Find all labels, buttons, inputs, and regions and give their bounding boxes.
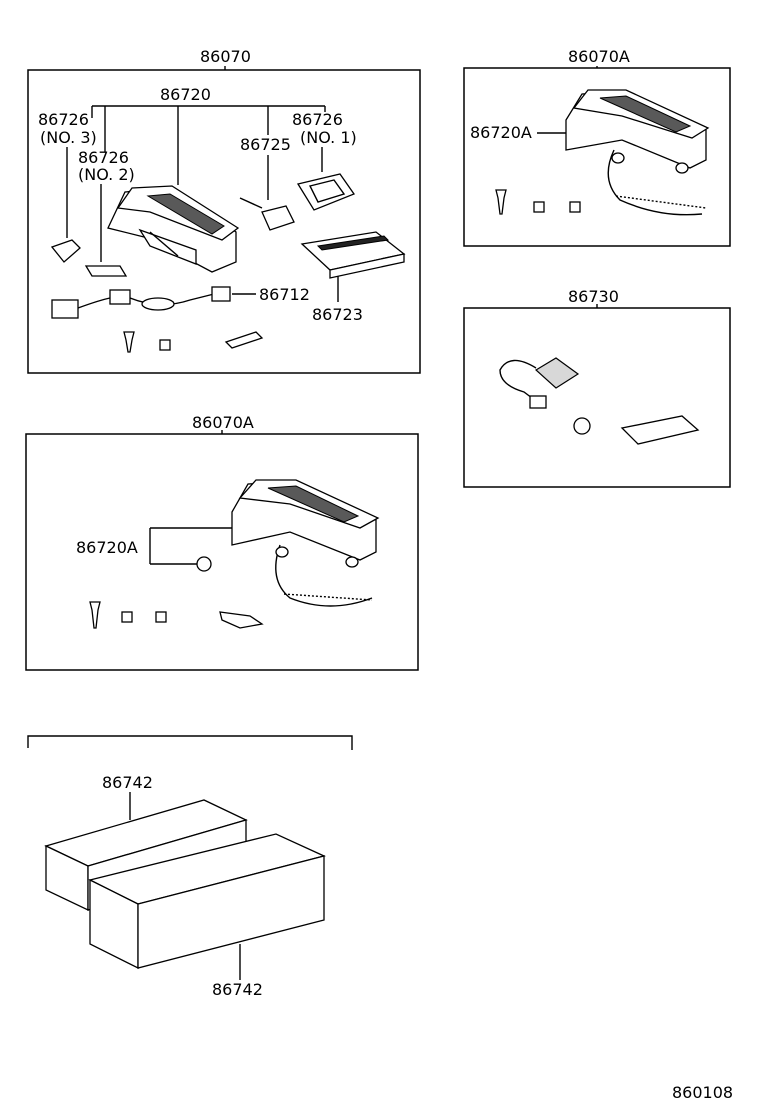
label-no1: (NO. 1) [300, 128, 357, 147]
assembly-86730-title: 86730 [568, 287, 619, 306]
handset-86720-illustration [107, 185, 240, 273]
switch-86725-illustration [239, 197, 295, 231]
screw-86070A-mid [89, 601, 101, 629]
label-86726-no2: 86726 [78, 148, 129, 167]
label-86720: 86720 [160, 85, 211, 104]
screw-illustration [123, 331, 135, 353]
clamp-illustration [573, 417, 591, 435]
label-86720A-top: 86720A [470, 123, 532, 142]
label-86720A-mid: 86720A [76, 538, 138, 557]
label-86725: 86725 [240, 135, 291, 154]
assembly-86070-frame [27, 69, 421, 374]
clip-86726-no3-illustration [50, 239, 81, 263]
assembly-86070A-top-frame [463, 67, 731, 247]
bracket-illustration [224, 331, 264, 349]
label-86726-no3: 86726 [38, 110, 89, 129]
nut-86070A-top-2 [569, 201, 581, 213]
label-86712: 86712 [259, 285, 310, 304]
assembly-86070A-top-title: 86070A [568, 47, 630, 66]
assembly-86070: 86070 86720 86726 (NO. 3) 86726 (NO. 2) … [27, 47, 421, 374]
label-86723: 86723 [312, 305, 363, 324]
assembly-86730-frame [463, 307, 731, 488]
assembly-86070-title: 86070 [200, 47, 251, 66]
assembly-86730: 86730 [463, 287, 731, 488]
assembly-86070A-mid-title: 86070A [192, 413, 254, 432]
assembly-86070A-top: 86070A 86720A [463, 47, 731, 247]
antenna-86730-illustration [499, 357, 580, 409]
label-86726-no1: 86726 [292, 110, 343, 129]
assembly-86742: 86742 86742 [27, 735, 353, 999]
nut-illustration [159, 339, 171, 351]
knob-illustration [196, 556, 212, 572]
manual-86723-illustration [300, 231, 406, 279]
plate-86726-no2-illustration [84, 265, 128, 277]
wire-harness-86712-illustration [51, 286, 231, 319]
pad-illustration [620, 415, 700, 445]
nut-86070A-mid-2 [155, 611, 167, 623]
figure-number: 860108 [672, 1083, 733, 1102]
cover-86726-no1-illustration [296, 173, 356, 211]
pad-86742-lower-illustration [88, 833, 326, 970]
handset-86720A-top-illustration [565, 89, 710, 216]
label-no2: (NO. 2) [78, 165, 135, 184]
bracket-86070A-mid [219, 611, 264, 629]
assembly-86070A-mid: 86070A 86720A [25, 413, 419, 671]
label-86742-upper: 86742 [102, 773, 153, 792]
assembly-86070A-mid-frame [25, 433, 419, 671]
nut-86070A-mid-1 [121, 611, 133, 623]
screw-86070A-top [495, 189, 507, 215]
label-86742-lower: 86742 [212, 980, 263, 999]
nut-86070A-top-1 [533, 201, 545, 213]
label-no3: (NO. 3) [40, 128, 97, 147]
handset-86720A-mid-illustration [231, 479, 380, 607]
